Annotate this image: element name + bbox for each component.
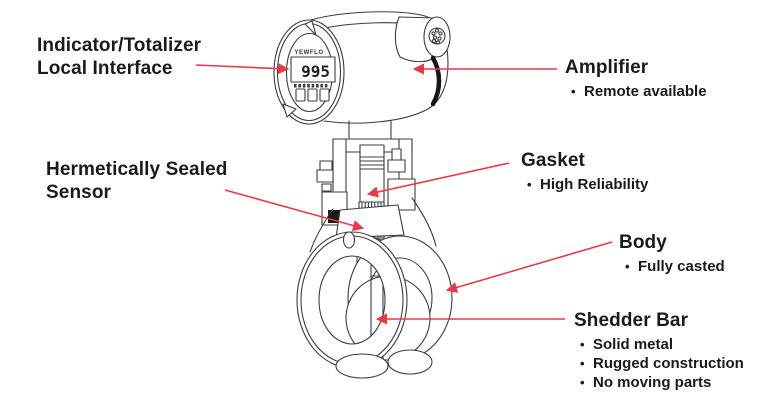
bullet-text: Fully casted (638, 258, 725, 275)
display-buttons (295, 88, 330, 102)
indicator-display: YEWFLO 995 (290, 50, 336, 102)
callout-shedder-bar: Shedder Bar • Solid metal • Rugged construct… (574, 309, 744, 392)
conduit-connection (394, 16, 451, 63)
callout-bullet: • Fully casted (619, 257, 725, 276)
callout-bullet-list: • Solid metal • Rugged construction • No movi… (574, 335, 744, 392)
bullet-text: Solid metal (593, 336, 674, 353)
callout-bullet: • Remote available (565, 82, 707, 101)
callout-bullet-list: • Fully casted (619, 257, 725, 276)
callout-heading: Local Interface (37, 58, 173, 79)
callout-heading: Hermetically Sealed (46, 159, 228, 180)
bullet-dot-icon: • (580, 356, 585, 371)
bullet-dot-icon: • (580, 337, 585, 352)
callout-heading: Shedder Bar (574, 310, 689, 331)
bullet-dot-icon: • (580, 375, 585, 390)
device-display-value: 995 (301, 62, 330, 81)
flowmeter-body (296, 197, 453, 379)
bullet-dot-icon: • (625, 259, 630, 274)
callout-bullet-list: • Remote available (565, 82, 707, 101)
bullet-text: Remote available (584, 83, 707, 100)
callout-bullet: • Solid metal (574, 335, 744, 354)
callout-bullet: • Rugged construction (574, 354, 744, 373)
callout-heading: Body (619, 232, 667, 253)
bullet-dot-icon: • (527, 177, 532, 192)
callout-bullet: • No moving parts (574, 373, 744, 392)
callout-gasket: Gasket • High Reliability (521, 149, 648, 194)
callout-body: Body • Fully casted (619, 231, 725, 276)
callout-amplifier: Amplifier • Remote available (565, 56, 707, 101)
bullet-text: No moving parts (593, 374, 712, 391)
bullet-text: Rugged construction (593, 355, 744, 372)
callout-bullet: • High Reliability (521, 175, 648, 194)
callout-heading: Sensor (46, 182, 112, 203)
callout-bullet-list: • High Reliability (521, 175, 648, 194)
device-brand-label: YEWFLO (294, 50, 323, 56)
bullet-text: High Reliability (540, 176, 649, 193)
bullet-dot-icon: • (571, 84, 576, 99)
callout-heading: Indicator/Totalizer (37, 35, 202, 56)
display-tick-row (294, 84, 328, 88)
callout-heading: Gasket (521, 150, 585, 171)
callout-heading: Amplifier (565, 57, 649, 78)
